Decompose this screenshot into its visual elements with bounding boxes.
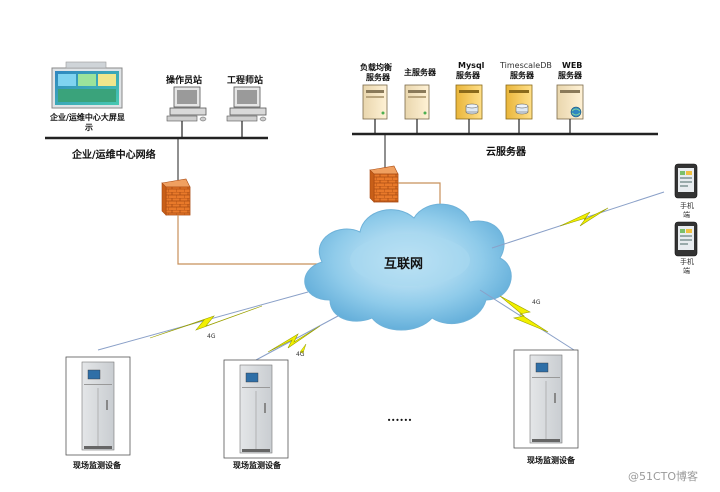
phone-client-1-label-2: 端 [683,210,690,219]
more-devices-ellipsis: ...... [387,410,412,424]
web-server-label-2: 服务器 [558,70,583,80]
lightning-bolt-middle-tip [299,343,307,354]
lightning-bolt-right [499,295,549,333]
cabinet-icon [529,354,563,444]
internet-cloud-icon [304,203,512,331]
big-screen-label: 企业/运维中心大屏显 [49,112,125,122]
lb-server-label-2: 服务器 [366,72,391,82]
wireless-links: 4G 4G 4G [97,191,665,361]
field-device-2: 现场监测设备 [223,359,289,470]
enterprise-network-label: 企业/运维中心网络 [71,148,156,161]
operator-station-label: 操作员站 [166,74,202,86]
lightning-bolt-left [149,305,263,339]
field-device-2-label: 现场监测设备 [233,460,282,470]
cabinet-icon [239,364,273,454]
enterprise-link-line [177,215,350,265]
link-label-left: 4G [207,333,216,340]
tsdb-server-icon [505,84,533,120]
phone-client-2-label: 手机 [680,257,694,266]
phone-client-1: 手机 端 [674,163,698,219]
web-server-label: WEB [562,61,582,70]
big-screen-label-cont: 示 [84,122,93,132]
smartphone-icon [674,163,698,199]
internet-label: 互联网 [384,257,423,272]
enterprise-firewall-icon [161,178,191,216]
link-label-middle: 4G [296,351,305,358]
enterprise-section: 企业/运维中心大屏显 示 操作员站 工程师站 企业/运维中心网络 [45,61,350,265]
main-server-label: 主服务器 [404,67,437,77]
cabinet-icon [81,361,115,451]
cloud-server-section: 负载均衡 服务器 主服务器 Mysql 服务器 TimescaleDB 服务器 … [352,61,658,205]
link-label-right: 4G [532,299,541,306]
phone-client-2-label-2: 端 [683,266,690,275]
big-screen-icon [51,61,123,109]
lightning-bolt-phone [559,207,609,227]
cloud-server-label: 云服务器 [486,145,527,158]
lb-server-label: 负载均衡 [360,62,392,72]
mysql-server-icon [455,84,483,120]
field-device-1: 现场监测设备 [65,356,131,470]
tsdb-server-label-2: 服务器 [510,70,535,80]
phone-client-2: 手机 端 [674,221,698,275]
smartphone-icon [674,221,698,257]
engineer-pc-icon [226,86,267,122]
field-device-1-label: 现场监测设备 [73,460,122,470]
operator-pc-icon [166,86,207,122]
cloud-firewall-icon [369,165,399,203]
field-device-3: 现场监测设备 [513,349,579,465]
main-server-icon [404,84,430,120]
mysql-server-label: Mysql [458,61,485,70]
lb-server-icon [362,84,388,120]
web-server-icon [556,84,584,120]
cloud-link-line [398,182,441,205]
lightning-bolt-middle [267,325,321,353]
field-device-3-label: 现场监测设备 [527,455,576,465]
mysql-server-label-2: 服务器 [456,70,481,80]
engineer-station-label: 工程师站 [227,74,263,86]
watermark: @51CTO博客 [628,469,698,483]
phone-client-1-label: 手机 [680,201,694,210]
tsdb-server-label: TimescaleDB [499,61,552,70]
